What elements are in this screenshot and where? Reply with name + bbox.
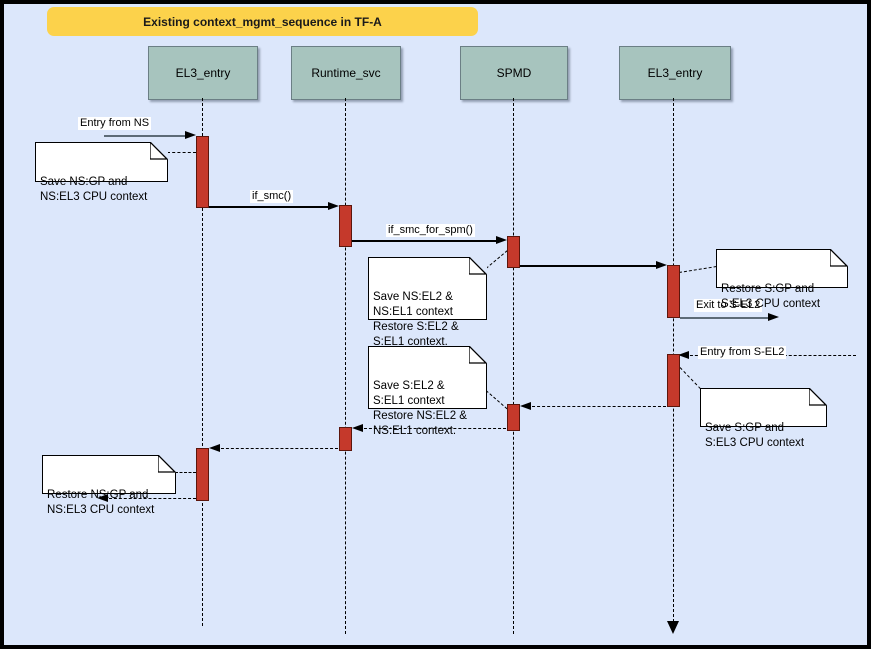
note-text: Save NS:GP and NS:EL3 CPU context bbox=[40, 176, 148, 203]
activation-el3-entry-2b bbox=[667, 354, 680, 407]
message-label-if-smc-for-spm: if_smc_for_spm() bbox=[386, 224, 475, 237]
actor-el3-entry-1: EL3_entry bbox=[148, 46, 258, 100]
note-text: Save S:GP and S:EL3 CPU context bbox=[705, 422, 805, 449]
arrowhead-right-icon bbox=[185, 131, 196, 139]
activation-runtime-svc-2 bbox=[339, 427, 352, 451]
note-text: Restore S:GP and S:EL3 CPU context bbox=[721, 283, 821, 310]
arrowhead-right-icon bbox=[768, 313, 779, 321]
message-spmd-to-el3 bbox=[520, 261, 667, 270]
lifeline-spmd bbox=[513, 98, 514, 634]
actor-runtime-svc: Runtime_svc bbox=[291, 46, 401, 100]
message-line bbox=[527, 405, 666, 407]
activation-runtime-svc-1 bbox=[339, 205, 352, 247]
note-connector bbox=[485, 390, 508, 410]
message-if-smc-for-spm bbox=[352, 236, 507, 245]
arrowhead-left-icon bbox=[209, 444, 220, 452]
diagram-title-banner: Existing context_mgmt_sequence in TF-A bbox=[47, 7, 478, 36]
message-label-entry-from-ns: Entry from NS bbox=[78, 117, 152, 130]
activation-el3-entry-2a bbox=[667, 265, 680, 318]
note-save-s-gp: Save S:GP and S:EL3 CPU context bbox=[700, 387, 828, 449]
activation-el3-entry-1a bbox=[196, 136, 209, 208]
note-save-ns-el2: Save NS:EL2 & NS:EL1 context Restore S:E… bbox=[368, 256, 488, 348]
arrowhead-left-icon bbox=[97, 494, 108, 502]
message-line bbox=[520, 264, 660, 267]
note-fold-corner-icon bbox=[830, 248, 849, 267]
note-text: Save NS:EL2 & NS:EL1 context Restore S:E… bbox=[373, 291, 459, 348]
message-line bbox=[680, 316, 772, 319]
lifeline-end-arrowhead-icon bbox=[667, 621, 679, 634]
activation-spmd-1 bbox=[507, 236, 520, 268]
arrowhead-right-icon bbox=[656, 261, 667, 269]
activation-spmd-2 bbox=[507, 404, 520, 431]
actor-label: EL3_entry bbox=[647, 66, 703, 80]
actor-label: EL3_entry bbox=[175, 66, 231, 80]
message-label-exit-to-s-el2: Exit to S-EL2 bbox=[694, 299, 763, 312]
actor-label: SPMD bbox=[496, 66, 532, 80]
actor-el3-entry-2: EL3_entry bbox=[619, 46, 731, 100]
message-line bbox=[104, 497, 196, 499]
lifeline-runtime-svc bbox=[345, 98, 346, 634]
note-connector bbox=[678, 266, 717, 273]
diagram-title: Existing context_mgmt_sequence in TF-A bbox=[143, 14, 382, 29]
message-line bbox=[209, 205, 332, 208]
actor-label: Runtime_svc bbox=[311, 66, 381, 80]
message-line bbox=[352, 239, 500, 242]
arrowhead-left-icon bbox=[352, 424, 363, 432]
activation-el3-entry-1b bbox=[196, 448, 209, 501]
message-return-runtime-to-el3 bbox=[209, 444, 338, 453]
note-fold-corner-icon bbox=[809, 387, 828, 406]
message-label-if-smc: if_smc() bbox=[250, 190, 294, 203]
note-connector bbox=[485, 250, 508, 269]
note-save-ns-gp: Save NS:GP and NS:EL3 CPU context bbox=[35, 141, 169, 203]
message-if-smc bbox=[209, 202, 339, 211]
message-label-entry-from-s-el2: Entry from S-EL2 bbox=[698, 346, 787, 359]
actor-spmd: SPMD bbox=[460, 46, 568, 100]
note-text: Save S:EL2 & S:EL1 context Restore NS:EL… bbox=[373, 380, 467, 437]
note-fold-corner-icon bbox=[158, 454, 177, 473]
note-fold-corner-icon bbox=[469, 256, 488, 275]
message-return-el3-to-spmd bbox=[520, 402, 666, 411]
lifeline-el3-entry-1 bbox=[202, 98, 203, 626]
note-restore-ns-gp: Restore NS:GP and NS:EL3 CPU context bbox=[42, 454, 177, 516]
note-connector bbox=[167, 152, 196, 153]
note-text: Restore NS:GP and NS:EL3 CPU context bbox=[47, 489, 155, 516]
message-return-to-ns bbox=[97, 494, 196, 503]
message-exit-to-s-el2 bbox=[680, 313, 779, 322]
note-fold-corner-icon bbox=[150, 141, 169, 160]
note-fold-corner-icon bbox=[469, 345, 488, 364]
message-line bbox=[104, 134, 189, 137]
arrowhead-left-icon bbox=[678, 351, 689, 359]
note-save-s-el2: Save S:EL2 & S:EL1 context Restore NS:EL… bbox=[368, 345, 488, 437]
message-line bbox=[359, 427, 506, 429]
note-connector bbox=[175, 472, 196, 473]
arrowhead-right-icon bbox=[328, 202, 339, 210]
message-entry-from-ns bbox=[104, 131, 196, 140]
arrowhead-left-icon bbox=[520, 402, 531, 410]
message-return-spmd-to-runtime bbox=[352, 424, 506, 433]
message-line bbox=[216, 447, 338, 449]
arrowhead-right-icon bbox=[496, 236, 507, 244]
note-restore-s-gp: Restore S:GP and S:EL3 CPU context bbox=[716, 248, 849, 310]
